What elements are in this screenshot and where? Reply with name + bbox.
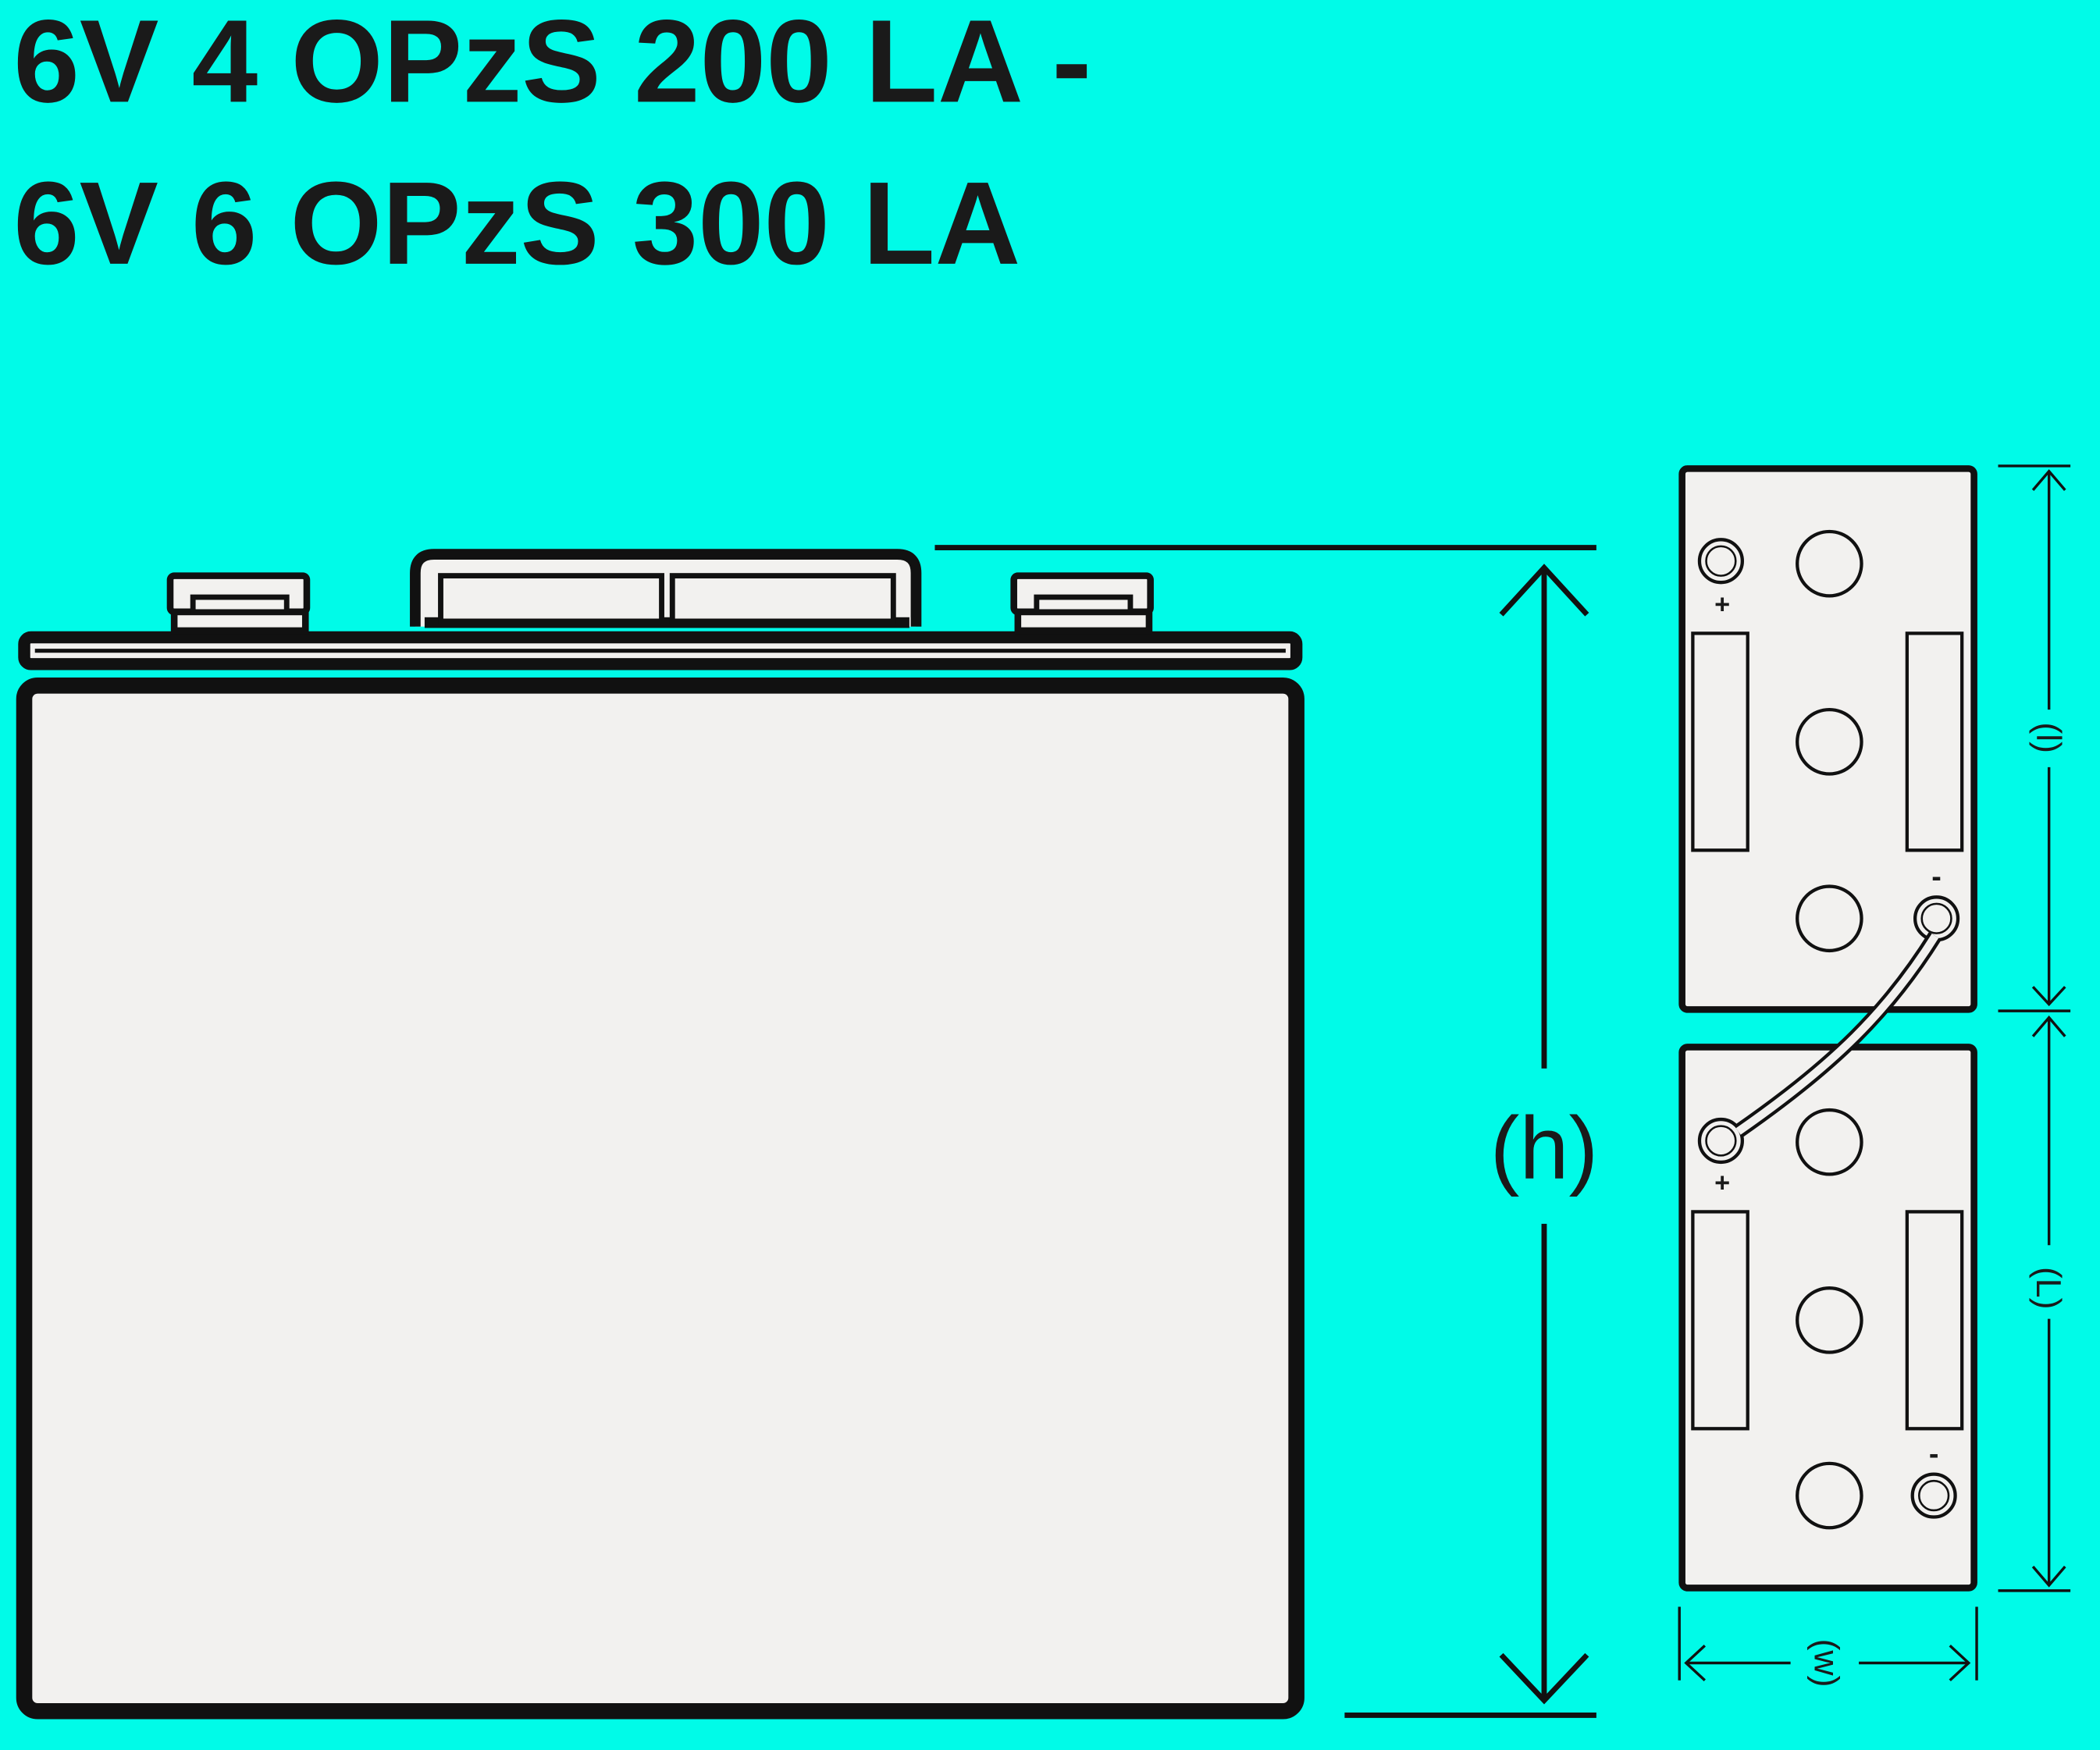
- title-line-2: 6V 6 OPzS 300 LA: [13, 157, 1020, 289]
- battery-side-view: [16, 549, 1304, 1720]
- terminal-cap-right: [1010, 572, 1154, 635]
- positive-sign: +: [1714, 590, 1730, 620]
- height-dimension: [934, 545, 1596, 1718]
- terminal-cap-left: [166, 572, 311, 635]
- arrow-down-icon: [1499, 1652, 1589, 1705]
- length-label: (l): [2029, 722, 2067, 753]
- length-dimension: [1998, 464, 2071, 1592]
- arrow-up-icon: [1499, 564, 1589, 617]
- battery-top-view-2: [1678, 1044, 1977, 1592]
- width-dimension: [1678, 1606, 1978, 1682]
- negative-sign: -: [1931, 860, 1942, 893]
- width-label: (w): [1806, 1639, 1845, 1688]
- title-line-1: 6V 4 OPzS 200 LA -: [13, 0, 1091, 126]
- negative-sign: -: [1929, 1437, 1939, 1470]
- vent-cover: [410, 549, 922, 628]
- battery-top-view-1: [1678, 465, 1977, 1013]
- positive-sign: +: [1714, 1168, 1730, 1198]
- connector-cable: [1734, 932, 1942, 1138]
- height-label: (h): [1490, 1099, 1598, 1197]
- battery-body: [16, 677, 1304, 1720]
- length2-label: (L): [2029, 1267, 2067, 1309]
